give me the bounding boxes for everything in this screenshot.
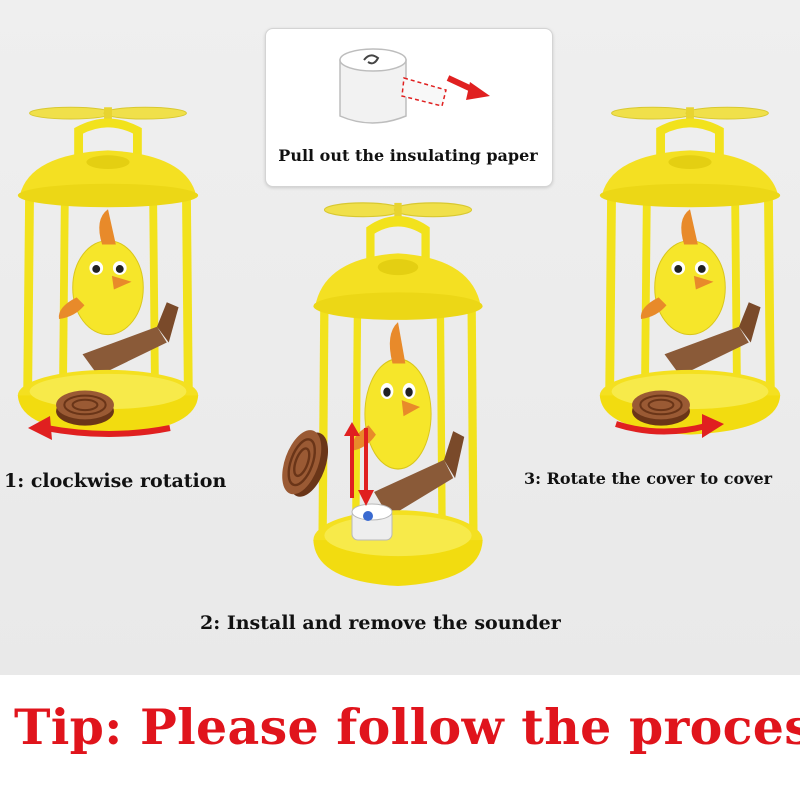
step2-cage-image (306, 196, 490, 586)
tip-banner: Tip: Please follow the process (14, 698, 800, 756)
sounder-battery-image (339, 48, 490, 124)
insulating-paper-inset (265, 28, 553, 187)
rotate-cover-arrow-icon (615, 414, 724, 438)
step2-cover-coil (273, 423, 337, 504)
step1-caption: 1: clockwise rotation (4, 470, 227, 492)
step3-caption: 3: Rotate the cover to cover (524, 469, 773, 488)
insulating-paper-caption: Pull out the insulating paper (278, 146, 538, 165)
step2-caption: 2: Install and remove the sounder (200, 612, 561, 634)
sounder-module (351, 503, 393, 541)
clockwise-arrow-icon (28, 416, 171, 440)
install-remove-arrow-icon (344, 422, 374, 506)
